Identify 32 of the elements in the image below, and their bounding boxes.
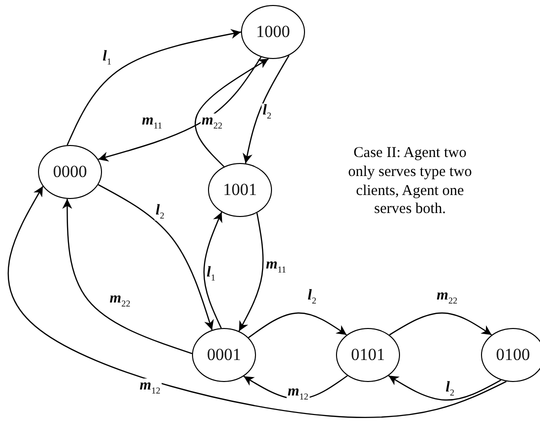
arrow	[389, 312, 492, 336]
arrow	[66, 28, 242, 146]
edge-label: l$_{2}$	[262, 104, 272, 120]
edge-label: l$_{2}$	[306, 288, 318, 306]
state-ellipse	[192, 328, 256, 382]
edge-label: l$_{1}$	[206, 266, 216, 282]
state-label: 0001	[207, 345, 241, 365]
arrow	[243, 375, 348, 400]
arrow	[203, 212, 222, 328]
arrow	[98, 56, 262, 162]
edge-label: m$_{12}$	[138, 378, 162, 396]
edge-label: l$_{1}$	[102, 50, 112, 66]
note-text: Case II: Agent two only serves type two clients, Agent one serves both.	[348, 144, 472, 219]
arrow	[62, 198, 192, 354]
state-label: 0000	[53, 162, 87, 182]
state-ellipse	[336, 328, 400, 382]
arrow	[248, 312, 347, 338]
state-label: 0101	[351, 345, 385, 365]
state-label: 0100	[496, 345, 530, 365]
arrow	[388, 375, 502, 401]
edge-label: m$_{22}$	[200, 114, 224, 130]
state-label: 1001	[223, 180, 257, 200]
arrow	[194, 58, 269, 168]
state-ellipse	[481, 328, 540, 382]
edge-label: l$_{2}$	[444, 380, 456, 398]
edge-label: l$_{2}$	[154, 204, 166, 220]
arrow	[8, 186, 507, 418]
arrow	[238, 212, 264, 332]
arrow	[98, 184, 214, 330]
arrow	[242, 55, 290, 164]
state-ellipse	[38, 145, 102, 199]
state-label: 1000	[256, 22, 290, 42]
